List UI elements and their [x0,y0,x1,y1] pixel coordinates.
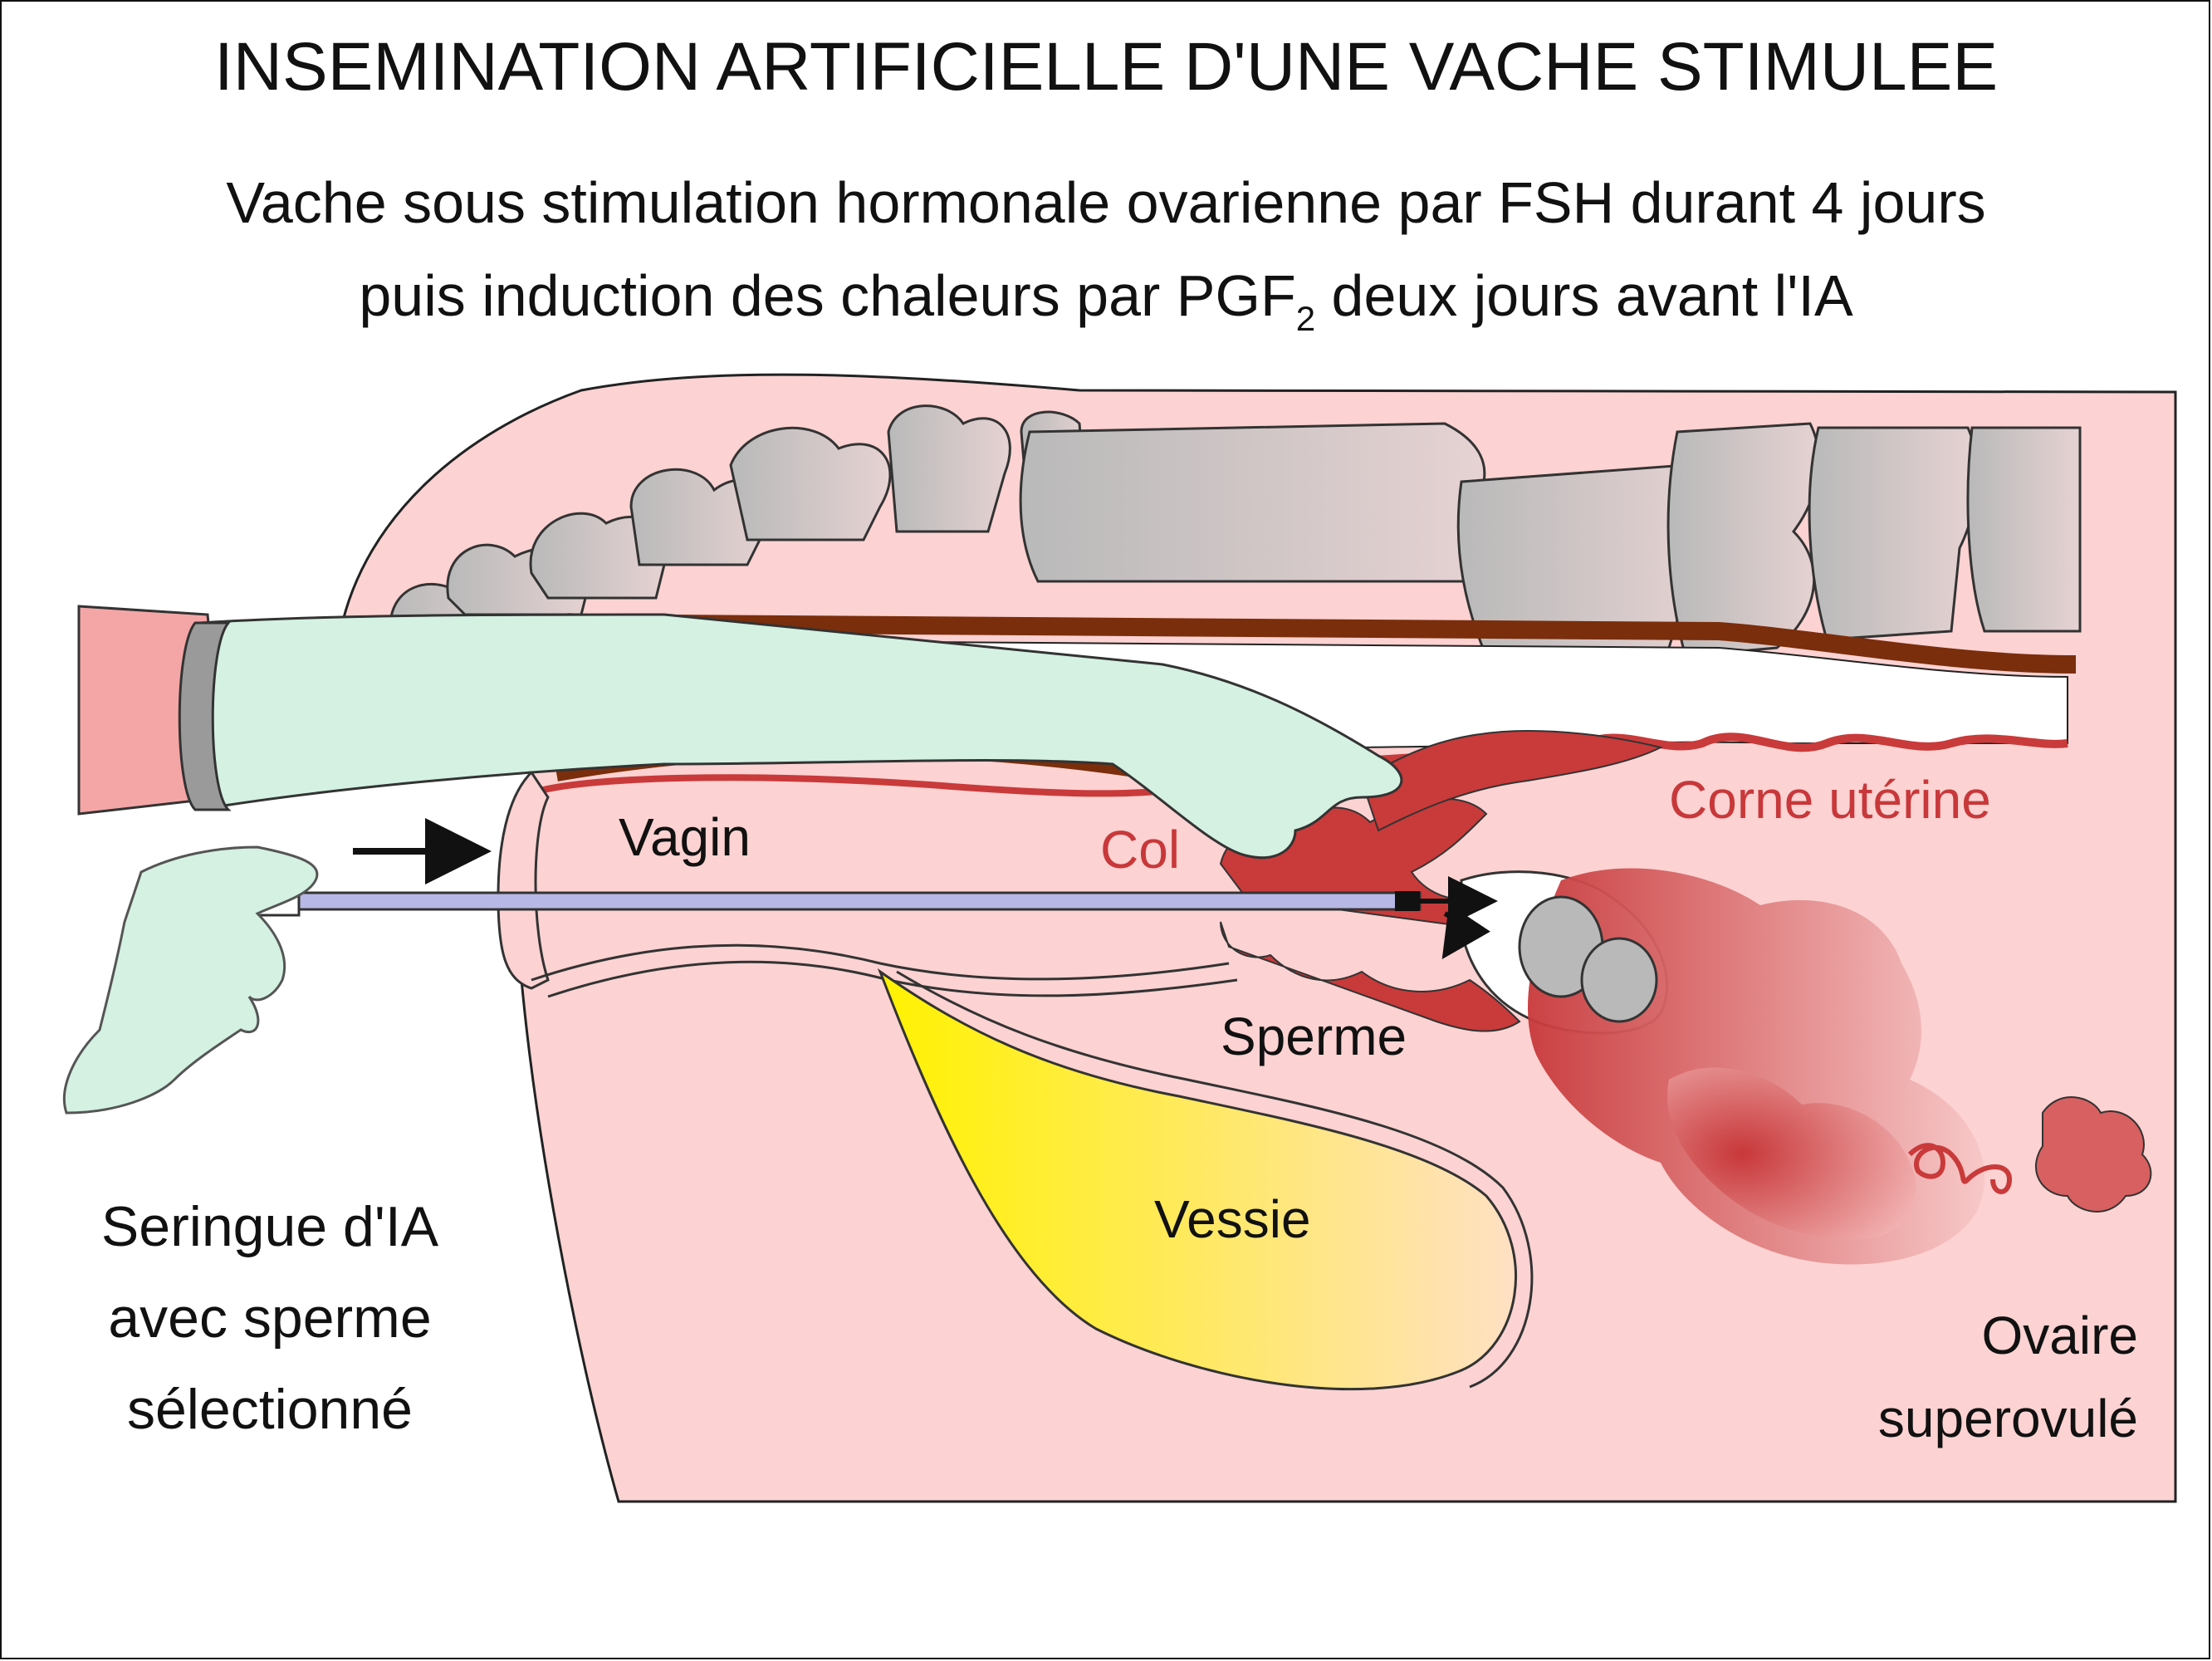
gloved-arm [77,605,1403,860]
subtitle-line-2-start: puis induction des chaleurs par PGF [359,263,1295,328]
subtitle-line-2: puis induction des chaleurs par PGF2 deu… [359,263,1853,338]
uterine-follicles [1518,895,1658,1023]
label-corne-uterine: Corne utérine [1669,770,1991,830]
page-title: INSEMINATION ARTIFICIELLE D'UNE VACHE ST… [214,29,1998,105]
vagina-floor [531,943,1230,982]
spine-vertebrae [389,404,2082,658]
bladder [877,968,1518,1391]
oviduct [1907,1143,2013,1194]
label-seringue-1: Seringue d'IA [101,1195,439,1258]
ovary-follicle-cluster [1667,1067,1916,1240]
vagina-wall-upper [530,774,1180,797]
subtitle-line-2-end: deux jours avant l'IA [1315,263,1853,328]
label-col: Col [1100,820,1180,879]
label-ovaire-2: superovulé [1878,1389,2138,1448]
superovulated-ovary [2034,1096,2152,1213]
label-vessie: Vessie [1154,1189,1311,1249]
hand-syringe [62,845,319,1115]
vulva [497,770,550,990]
deposit-arrow-down [1441,904,1490,959]
label-seringue-3: sélectionné [127,1378,413,1441]
subtitle-subscript: 2 [1296,299,1315,338]
label-sperme: Sperme [1221,1007,1407,1066]
label-seringue-2: avec sperme [108,1286,431,1350]
subtitle-line-1: Vache sous stimulation hormonale ovarien… [226,170,1985,235]
label-vagin: Vagin [619,807,751,867]
label-ovaire-1: Ovaire [1982,1306,2139,1365]
